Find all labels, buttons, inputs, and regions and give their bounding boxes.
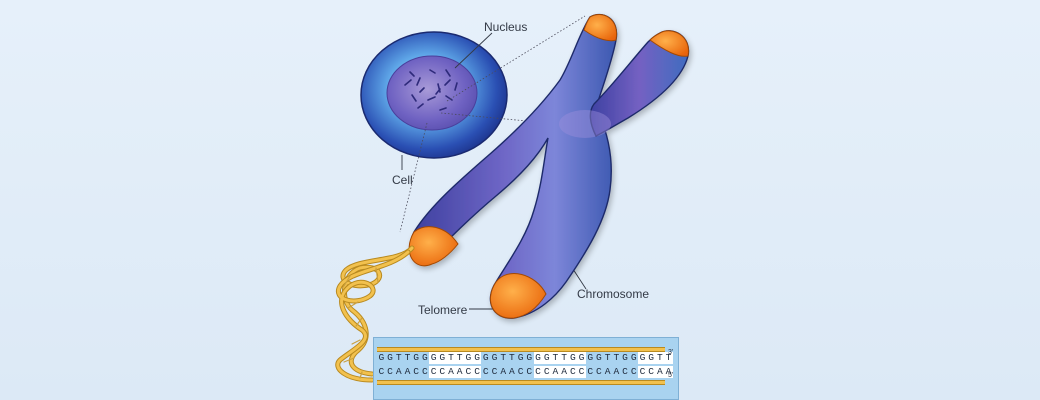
bottom-strand-base: C — [526, 366, 533, 377]
bottom-strand-base: C — [429, 366, 438, 378]
top-strand-base: G — [638, 352, 647, 364]
chromosome-arm-a — [409, 13, 618, 319]
bottom-strand-base: C — [413, 366, 420, 377]
bottom-strand-base: A — [664, 366, 673, 378]
top-strand-base: G — [596, 352, 602, 363]
top-strand-base: T — [604, 352, 611, 363]
bottom-strand-base: C — [517, 366, 524, 377]
top-strand-base: T — [500, 352, 507, 363]
bottom-strand-base: C — [482, 366, 489, 377]
telomere-cap-left — [408, 226, 459, 267]
projection-lines — [399, 15, 586, 233]
bottom-strand-base: A — [455, 366, 465, 378]
top-strand-base: G — [464, 352, 473, 364]
top-strand-base: G — [577, 352, 586, 364]
bottom-strand-base: C — [421, 366, 428, 377]
bottom-strand-base: C — [472, 366, 482, 378]
cell-label: Cell — [392, 173, 413, 187]
bottom-strand-base: A — [551, 366, 560, 378]
telomere-cap-bottom — [489, 273, 547, 319]
top-strand-base: T — [509, 352, 515, 363]
top-strand-base: T — [655, 352, 665, 364]
top-strand-base: G — [413, 352, 420, 363]
top-strand-base: G — [437, 352, 447, 364]
bottom-strand-base: A — [500, 366, 507, 377]
bottom-strand-base: C — [587, 366, 594, 377]
dna-backbone-top — [377, 347, 665, 352]
dna-backbone-bottom — [377, 380, 665, 385]
bottom-strand-base: A — [404, 366, 411, 377]
bottom-strand-base: C — [577, 366, 586, 378]
top-strand-base: T — [551, 352, 560, 364]
bottom-strand-end-label: 5' — [668, 372, 674, 379]
top-strand-base: T — [446, 352, 456, 364]
top-strand-end-label: 3' — [668, 349, 674, 356]
top-strand-base: T — [613, 352, 620, 363]
top-strand-base: T — [404, 352, 411, 363]
bottom-strand-base: A — [509, 366, 515, 377]
bottom-strand-base: A — [559, 366, 569, 378]
bottom-strand-base: C — [646, 366, 656, 378]
bottom-strand-base: C — [630, 366, 637, 377]
bottom-strand-base: A — [604, 366, 611, 377]
bottom-strand-base: C — [542, 366, 552, 378]
top-strand-base: T — [395, 352, 402, 363]
top-strand-base: G — [517, 352, 524, 363]
bottom-strand-base: C — [622, 366, 628, 377]
top-strand-base: G — [646, 352, 656, 364]
nucleus-label: Nucleus — [484, 20, 528, 34]
bottom-strand-base: C — [596, 366, 602, 377]
telomere-cap-top-left — [583, 14, 618, 42]
top-strand-base: T — [664, 352, 673, 364]
bottom-strand-base: C — [533, 366, 543, 378]
top-strand-base: G — [622, 352, 628, 363]
cell — [360, 31, 508, 159]
top-strand-base: G — [542, 352, 552, 364]
top-strand-base: G — [526, 352, 533, 363]
telomere-cap-top-right — [649, 30, 689, 57]
top-strand-base: G — [533, 352, 543, 364]
bottom-strand-base: C — [378, 366, 385, 377]
bottom-strand-base: A — [395, 366, 402, 377]
bottom-strand-base: C — [568, 366, 578, 378]
telomere-label: Telomere — [418, 303, 468, 317]
top-strand-base: G — [587, 352, 594, 363]
top-strand-base: G — [472, 352, 482, 364]
bottom-strand-base: C — [491, 366, 498, 377]
bottom-strand-base: A — [655, 366, 665, 378]
top-strand-base: G — [568, 352, 578, 364]
top-strand-base: G — [429, 352, 438, 364]
top-strand-base: T — [559, 352, 569, 364]
top-strand-base: G — [491, 352, 498, 363]
bottom-strand-base: C — [638, 366, 647, 378]
top-strand-base: G — [421, 352, 428, 363]
top-strand-base: G — [630, 352, 637, 363]
dna-helix — [335, 245, 415, 383]
bottom-strand-base: C — [464, 366, 473, 378]
chromosome — [408, 13, 690, 319]
bottom-strand-base: C — [437, 366, 447, 378]
bottom-strand-base: A — [613, 366, 620, 377]
top-strand-base: G — [378, 352, 385, 363]
chromosome-label: Chromosome — [577, 287, 650, 301]
bottom-strand-base: A — [446, 366, 456, 378]
top-strand-base: T — [455, 352, 465, 364]
nucleus-chromosomes — [404, 69, 458, 111]
top-strand-base: G — [387, 352, 393, 363]
bottom-strand-base: C — [387, 366, 393, 377]
top-strand-base: G — [482, 352, 489, 363]
